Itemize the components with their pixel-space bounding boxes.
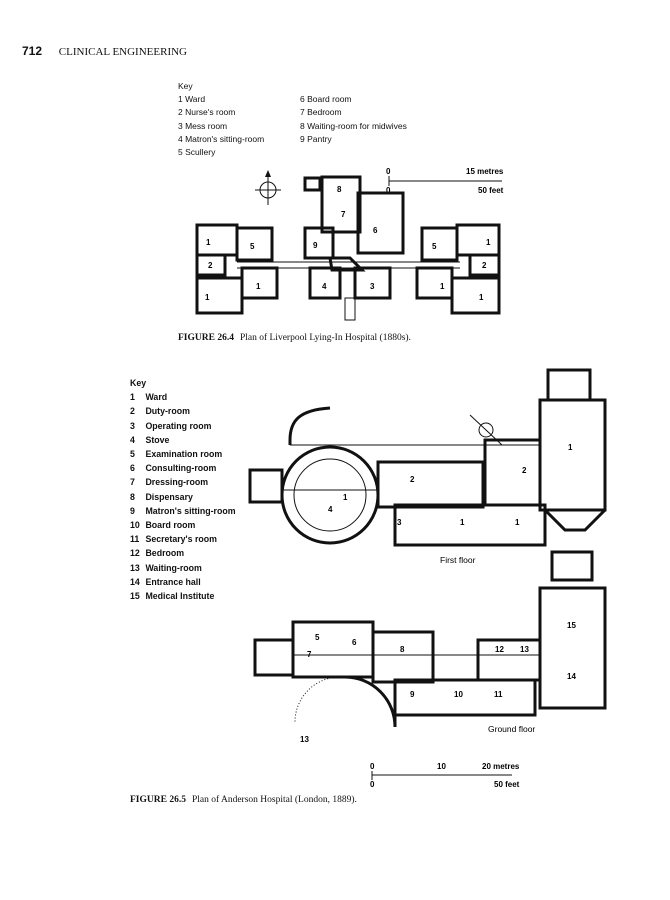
figure2-caption: FIGURE 26.5 Plan of Anderson Hospital (Lo… <box>130 795 357 805</box>
key-item: 1 Ward <box>178 94 206 104</box>
key-item: 8 Dispensary <box>130 491 193 502</box>
running-title: CLINICAL ENGINEERING <box>58 46 187 58</box>
room-label: 14 <box>567 672 576 681</box>
room-label: 1 <box>205 293 210 302</box>
key-item: 2 Duty-room <box>130 406 190 417</box>
first-floor-plan: 3 1 4 2 2 1 1 1 First floor <box>248 368 607 565</box>
room-label: 4 <box>328 505 333 514</box>
key-item: 8 Waiting-room for midwives <box>300 120 407 131</box>
room-label: 3 <box>397 518 402 527</box>
caption-text: Plan of Anderson Hospital (London, 1889)… <box>191 795 357 805</box>
room-label: 1 <box>440 282 445 291</box>
room-label: 9 <box>410 690 415 699</box>
figure1-caption: FIGURE 26.4 Plan of Liverpool Lying-In Ho… <box>178 333 411 343</box>
key-column-left: 1 Ward 2 Nurse's room 3 Mess room 4 Matr… <box>178 93 308 159</box>
key-item: 6 Board room <box>300 94 352 104</box>
scale-label: 20 metres <box>482 762 520 771</box>
page-number: 712 <box>22 44 43 58</box>
caption-text: Plan of Liverpool Lying-In Hospital (188… <box>239 333 411 343</box>
room-label: 9 <box>313 241 318 250</box>
room-label: 13 <box>300 735 309 744</box>
scale-label: 0 <box>370 762 375 771</box>
room-label: 1 <box>256 282 261 291</box>
key-item: 14 Entrance hall <box>130 576 201 587</box>
room-label: 4 <box>322 282 327 291</box>
room-label: 15 <box>567 621 576 630</box>
room-label: 1 <box>479 293 484 302</box>
room-label: 7 <box>341 210 346 219</box>
room-label: 12 <box>495 645 504 654</box>
key-item: 5 Examination room <box>130 449 223 460</box>
ground-floor-plan: 5 6 7 8 12 13 15 14 9 10 11 13 Ground fl… <box>253 550 607 744</box>
key-item: 6 Consulting-room <box>130 463 217 474</box>
key-item: 15 Medical Institute <box>130 591 215 602</box>
key-item: 13 Waiting-room <box>130 562 202 573</box>
key-item: 11 Secretary's room <box>130 534 217 545</box>
key-item: 7 Bedroom <box>300 107 342 118</box>
room-label: 1 <box>515 518 520 527</box>
running-header: 712 CLINICAL ENGINEERING <box>22 44 187 58</box>
scale-label: 50 feet <box>478 186 504 195</box>
compass-icon <box>255 170 281 205</box>
room-label: 1 <box>343 493 348 502</box>
room-label: 11 <box>494 690 503 699</box>
room-label: 2 <box>410 475 415 484</box>
room-label: 3 <box>370 282 375 291</box>
room-label: 13 <box>520 645 529 654</box>
key-item: 7 Dressing-room <box>130 477 209 488</box>
first-floor-label: First floor <box>440 555 476 565</box>
caption-label: FIGURE 26.4 <box>178 333 234 343</box>
room-label: 5 <box>250 242 255 251</box>
room-label: 1 <box>460 518 465 527</box>
room-label: 7 <box>307 650 312 659</box>
key-item: 2 Nurse's room <box>178 107 236 118</box>
key-title: Key <box>130 378 147 388</box>
key-item: 3 Operating room <box>130 420 212 431</box>
room-label: 5 <box>432 242 437 251</box>
figure2-scale-bar: 0 10 20 metres 0 50 feet <box>370 762 520 789</box>
room-label: 8 <box>400 645 405 654</box>
room-label: 1 <box>486 238 491 247</box>
key-item: 4 Stove <box>130 434 170 445</box>
key-item: 12 Bedroom <box>130 548 185 559</box>
room-label: 2 <box>208 261 213 270</box>
ground-floor-label: Ground floor <box>488 724 535 734</box>
scale-label: 50 feet <box>494 780 520 789</box>
room-label: 5 <box>315 633 320 642</box>
figure1-key: Key 1 Ward 2 Nurse's room 3 Mess room 4 … <box>178 80 407 157</box>
scale-label: 0 <box>386 186 391 195</box>
room-label: 6 <box>352 638 357 647</box>
key-item: 9 Pantry <box>300 133 332 144</box>
room-label: 1 <box>206 238 211 247</box>
room-label: 2 <box>522 466 527 475</box>
compass-icon <box>469 414 503 446</box>
key-column-right: 6 Board room 7 Bedroom 8 Waiting-room fo… <box>300 93 500 146</box>
key-item: 10 Board room <box>130 520 196 531</box>
key-item: 9 Matron's sitting-room <box>130 505 236 516</box>
caption-label: FIGURE 26.5 <box>130 795 186 805</box>
scale-label: 10 <box>437 762 446 771</box>
key-item: 5 Scullery <box>178 147 216 158</box>
key-item: 3 Mess room <box>178 120 228 131</box>
figure1-scale-bar: 0 15 metres 0 50 feet <box>386 167 504 195</box>
scale-label: 0 <box>370 780 375 789</box>
key-item: 4 Matron's sitting-room <box>178 133 265 144</box>
key-item: 1 Ward <box>130 392 168 403</box>
key-title: Key <box>178 81 193 91</box>
scale-label: 0 <box>386 167 391 176</box>
room-label: 10 <box>454 690 463 699</box>
room-label: 6 <box>373 226 378 235</box>
room-label: 1 <box>568 443 573 452</box>
scale-label: 15 metres <box>466 167 504 176</box>
figure1-plan: 8 7 6 9 5 1 2 1 1 4 3 5 1 2 1 1 <box>195 175 501 321</box>
room-label: 8 <box>337 185 342 194</box>
room-label: 2 <box>482 261 487 270</box>
figure2-key: Key 1 Ward 2 Duty-room 3 Operating room … <box>130 376 236 603</box>
